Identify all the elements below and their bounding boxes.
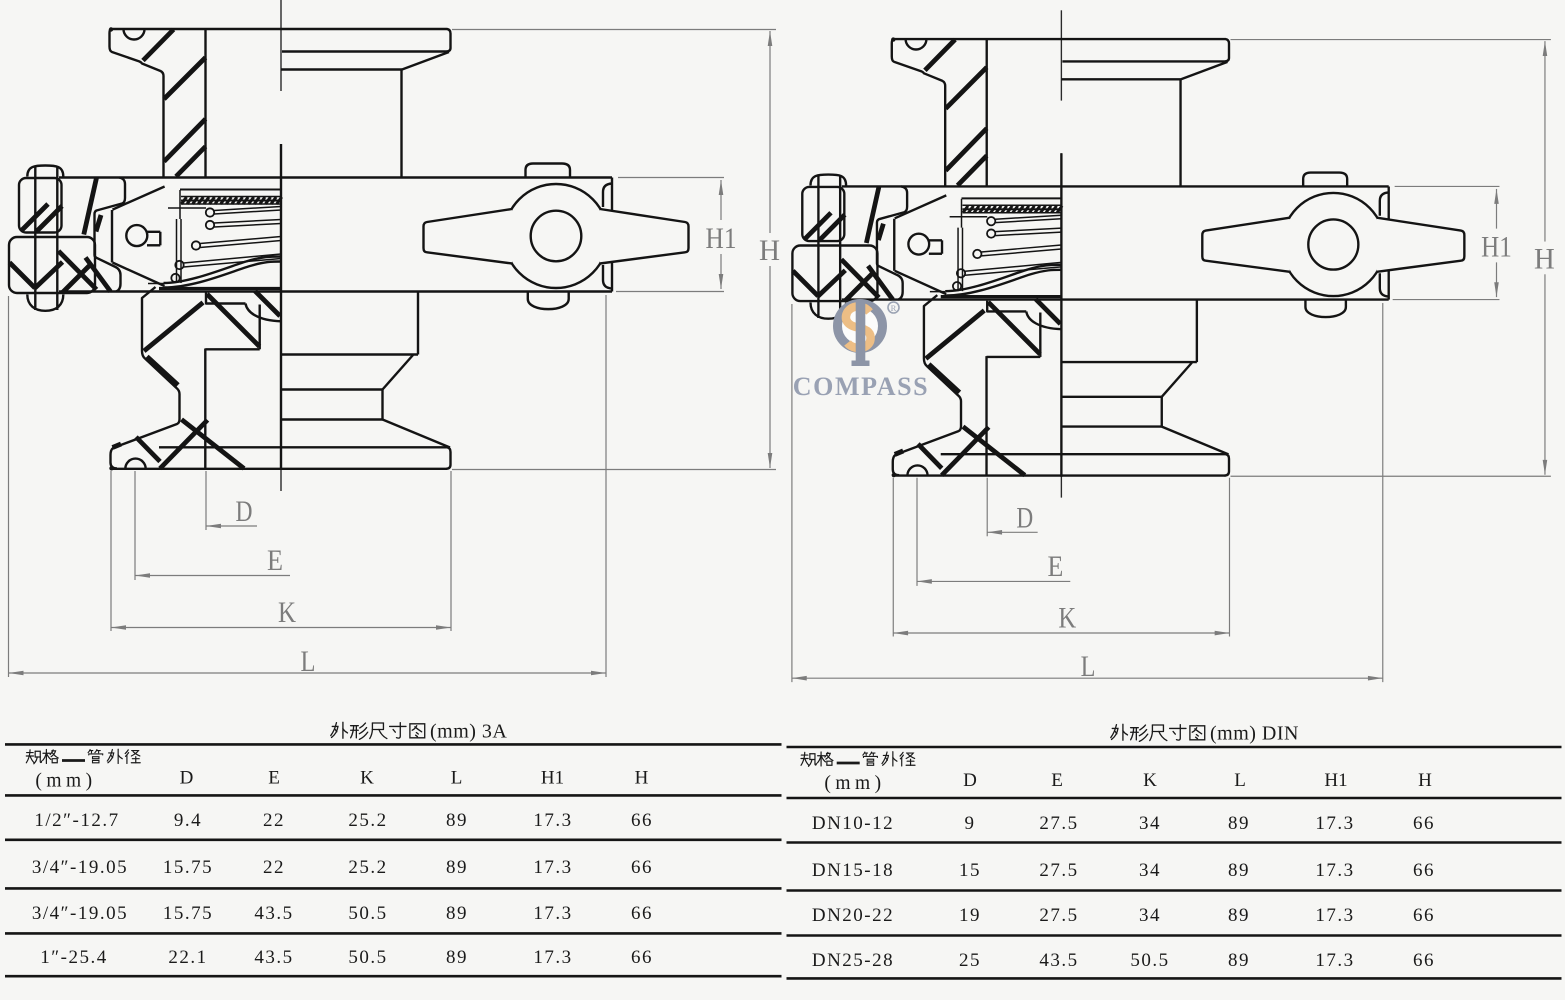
svg-text:3/4″-19.05: 3/4″-19.05: [32, 857, 128, 878]
svg-text:89: 89: [1228, 860, 1250, 881]
svg-text:89: 89: [1228, 950, 1250, 971]
svg-text:1″-25.4: 1″-25.4: [40, 947, 108, 968]
svg-text:D: D: [180, 768, 194, 789]
svg-text:34: 34: [1139, 813, 1161, 834]
svg-text:89: 89: [1228, 813, 1250, 834]
svg-text:22.1: 22.1: [168, 947, 207, 968]
svg-text:17.3: 17.3: [533, 857, 572, 878]
svg-text:L: L: [451, 768, 463, 789]
svg-text:D: D: [963, 770, 977, 791]
svg-text:15.75: 15.75: [163, 903, 213, 924]
svg-text:22: 22: [263, 857, 285, 878]
svg-text:66: 66: [1413, 950, 1435, 971]
svg-text:19: 19: [959, 905, 981, 926]
svg-text:DN15-18: DN15-18: [812, 860, 894, 881]
svg-text:17.3: 17.3: [1315, 860, 1354, 881]
svg-text:43.5: 43.5: [254, 947, 293, 968]
svg-text:3/4″-19.05: 3/4″-19.05: [32, 903, 128, 924]
svg-text:25.2: 25.2: [348, 810, 387, 831]
svg-text:9: 9: [965, 813, 976, 834]
svg-text:E: E: [1051, 770, 1063, 791]
svg-text:50.5: 50.5: [348, 903, 387, 924]
svg-text:H1: H1: [1324, 770, 1347, 791]
svg-text:DN10-12: DN10-12: [812, 813, 894, 834]
svg-text:25.2: 25.2: [348, 857, 387, 878]
svg-text:89: 89: [1228, 905, 1250, 926]
svg-text:K: K: [1143, 770, 1157, 791]
svg-text:DN20-22: DN20-22: [812, 905, 894, 926]
svg-text:43.5: 43.5: [254, 903, 293, 924]
svg-text:1/2″-12.7: 1/2″-12.7: [34, 810, 119, 831]
svg-text:(mm): (mm): [35, 771, 96, 792]
svg-text:R: R: [891, 303, 897, 313]
svg-text:17.3: 17.3: [1315, 813, 1354, 834]
svg-text:H: H: [1418, 770, 1432, 791]
svg-text:COMPASS: COMPASS: [793, 372, 929, 401]
svg-text:22: 22: [263, 810, 285, 831]
svg-text:E: E: [268, 768, 280, 789]
svg-text:25: 25: [959, 950, 981, 971]
svg-text:27.5: 27.5: [1039, 813, 1078, 834]
svg-text:17.3: 17.3: [533, 947, 572, 968]
svg-text:43.5: 43.5: [1039, 950, 1078, 971]
svg-text:66: 66: [1413, 813, 1435, 834]
svg-text:50.5: 50.5: [1130, 950, 1169, 971]
svg-text:17.3: 17.3: [533, 903, 572, 924]
svg-text:66: 66: [631, 857, 653, 878]
svg-text:66: 66: [631, 903, 653, 924]
svg-text:89: 89: [446, 810, 468, 831]
svg-text:15: 15: [959, 860, 981, 881]
svg-text:66: 66: [631, 810, 653, 831]
svg-text:66: 66: [1413, 905, 1435, 926]
svg-text:27.5: 27.5: [1039, 860, 1078, 881]
svg-text:H: H: [635, 768, 649, 789]
svg-text:34: 34: [1139, 905, 1161, 926]
svg-text:9.4: 9.4: [174, 810, 202, 831]
svg-text:17.3: 17.3: [1315, 905, 1354, 926]
svg-text:17.3: 17.3: [533, 810, 572, 831]
svg-text:(mm) DIN: (mm) DIN: [1210, 723, 1299, 745]
svg-text:50.5: 50.5: [348, 947, 387, 968]
svg-text:66: 66: [1413, 860, 1435, 881]
svg-text:89: 89: [446, 903, 468, 924]
svg-text:L: L: [1234, 770, 1246, 791]
svg-text:17.3: 17.3: [1315, 950, 1354, 971]
svg-text:89: 89: [446, 857, 468, 878]
svg-text:89: 89: [446, 947, 468, 968]
svg-text:15.75: 15.75: [163, 857, 213, 878]
svg-text:(mm) 3A: (mm) 3A: [430, 721, 507, 743]
svg-text:(mm): (mm): [824, 773, 885, 794]
svg-text:H1: H1: [541, 768, 564, 789]
svg-text:DN25-28: DN25-28: [812, 950, 894, 971]
svg-text:K: K: [360, 768, 374, 789]
svg-text:34: 34: [1139, 860, 1161, 881]
svg-text:27.5: 27.5: [1039, 905, 1078, 926]
svg-text:66: 66: [631, 947, 653, 968]
